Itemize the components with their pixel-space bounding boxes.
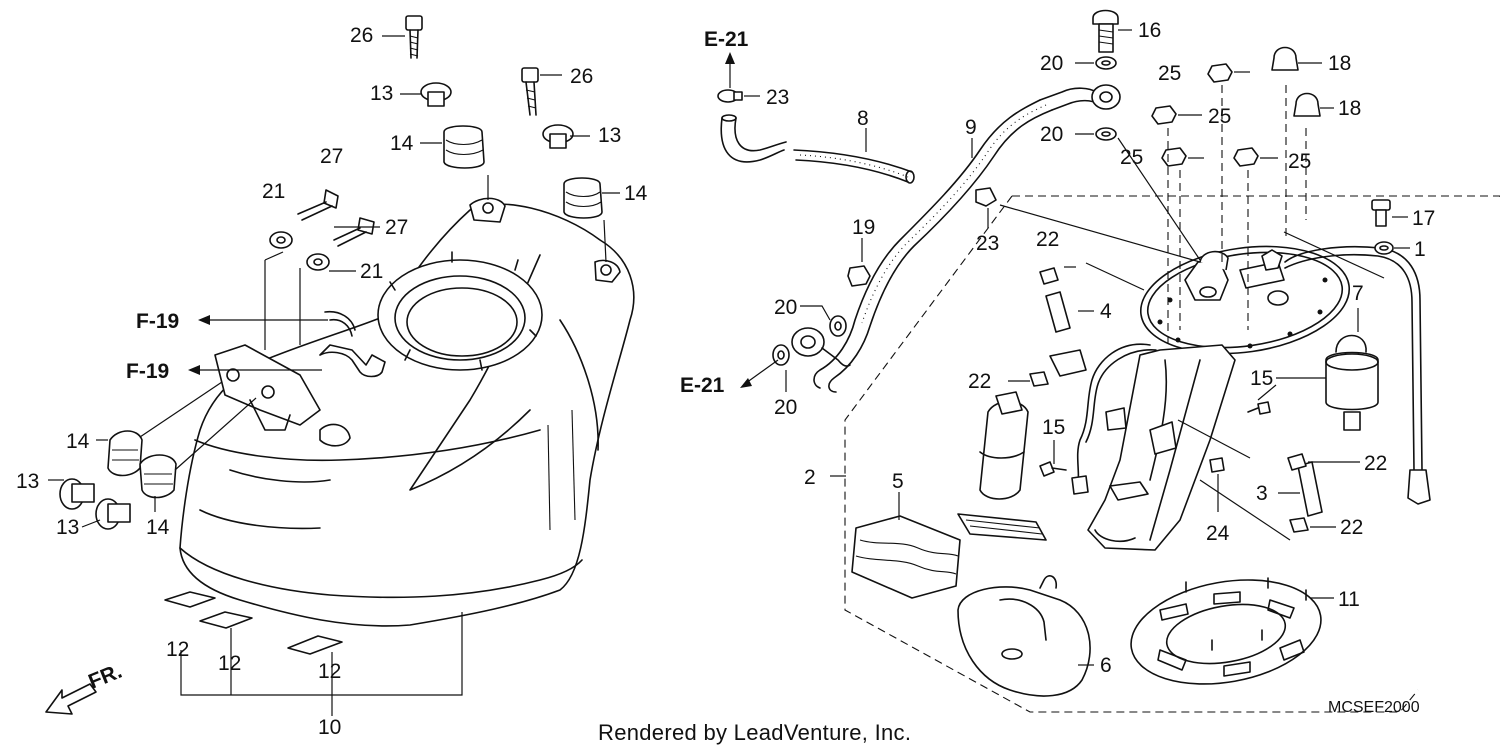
label-4: 4: [1100, 300, 1112, 323]
label-25: 25: [1120, 146, 1143, 169]
hose-leader-lines: [744, 29, 1132, 392]
label-22: 22: [1340, 516, 1363, 539]
label-27: 27: [385, 216, 408, 239]
label-27: 27: [320, 145, 343, 168]
label-23: 23: [976, 232, 999, 255]
label-6: 6: [1100, 654, 1112, 677]
label-18: 18: [1338, 97, 1361, 120]
label-16: 16: [1138, 19, 1161, 42]
label-20: 20: [774, 396, 797, 419]
label-26: 26: [570, 65, 593, 88]
front-marker: FR.: [85, 660, 125, 694]
label-3: 3: [1256, 482, 1268, 505]
label-22: 22: [1036, 228, 1059, 251]
front-arrow: FR.: [45, 660, 125, 715]
label-13: 13: [56, 516, 79, 539]
label-8: 8: [857, 107, 869, 130]
label-22: 22: [968, 370, 991, 393]
label-12: 12: [318, 660, 341, 683]
label-15: 15: [1250, 367, 1273, 390]
ref-f19-lower: F-19: [126, 360, 169, 383]
credit-text: Rendered by LeadVenture, Inc.: [598, 720, 911, 745]
label-1: 1: [1414, 238, 1426, 261]
tank-leader-lines: [48, 35, 620, 716]
label-17: 17: [1412, 207, 1435, 230]
label-24: 24: [1206, 522, 1230, 545]
label-21: 21: [360, 260, 383, 283]
label-14: 14: [390, 132, 414, 155]
label-14: 14: [146, 516, 170, 539]
label-25: 25: [1288, 150, 1311, 173]
label-7: 7: [1352, 282, 1364, 305]
label-19: 19: [852, 216, 875, 239]
label-15: 15: [1042, 416, 1065, 439]
part-number-labels: 26 26 13 13 14 14 27 27 21 21 F-19 F-19 …: [16, 19, 1435, 745]
diagram-code: MCSEF2000: [1328, 699, 1420, 716]
label-14: 14: [624, 182, 648, 205]
label-22: 22: [1364, 452, 1387, 475]
label-13: 13: [598, 124, 621, 147]
ref-e21-top: E-21: [704, 28, 749, 51]
label-10: 10: [318, 716, 341, 739]
label-5: 5: [892, 470, 904, 493]
label-9: 9: [965, 116, 977, 139]
label-2: 2: [804, 466, 816, 489]
label-20: 20: [1040, 52, 1063, 75]
label-12: 12: [166, 638, 189, 661]
fuel-hoses: [717, 9, 1121, 393]
label-23: 23: [766, 86, 789, 109]
tank-mount-hardware: [59, 15, 603, 530]
label-11: 11: [1338, 588, 1360, 611]
ref-e21-left: E-21: [680, 374, 725, 397]
fuel-tank: [164, 197, 635, 655]
label-25: 25: [1208, 105, 1231, 128]
label-14: 14: [66, 430, 90, 453]
label-20: 20: [1040, 123, 1063, 146]
label-20: 20: [774, 296, 797, 319]
label-18: 18: [1328, 52, 1351, 75]
label-13: 13: [370, 82, 393, 105]
fuel-pump-assembly: [844, 46, 1500, 713]
label-25: 25: [1158, 62, 1181, 85]
label-21: 21: [262, 180, 285, 203]
label-26: 26: [350, 24, 373, 47]
label-13: 13: [16, 470, 39, 493]
label-12: 12: [218, 652, 241, 675]
ref-f19-upper: F-19: [136, 310, 179, 333]
pump-leader-lines: [830, 62, 1410, 666]
